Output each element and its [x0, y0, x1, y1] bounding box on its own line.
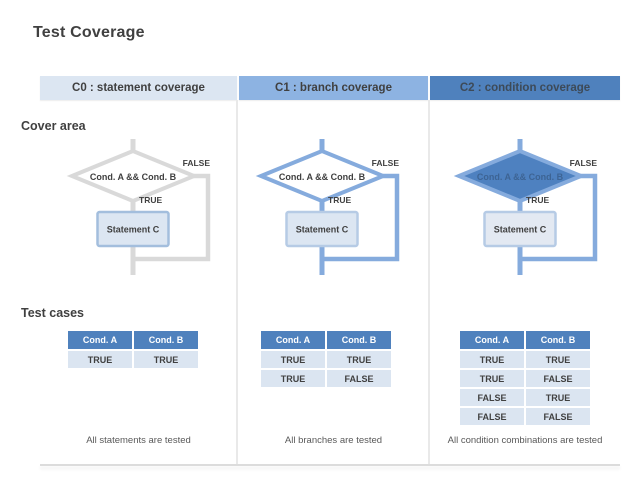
false-label: FALSE [183, 158, 211, 168]
page-title: Test Coverage [33, 24, 145, 41]
table-header-cell: Cond. A [261, 331, 325, 349]
caption-c0: All statements are tested [86, 435, 191, 446]
caption-c1: All branches are tested [284, 435, 383, 446]
table-header-cell: Cond. B [526, 331, 590, 349]
statement-box [483, 210, 557, 248]
false-branch-line [520, 173, 598, 262]
table-cell: TRUE [327, 351, 391, 368]
column-header-c0-label: C0 : statement coverage [72, 82, 205, 94]
table-cell: TRUE [526, 389, 590, 406]
table-cell: TRUE [460, 370, 524, 387]
table-cell: FALSE [460, 389, 524, 406]
true-label: TRUE [139, 195, 162, 205]
column-divider [236, 100, 238, 465]
column-header-c0: C0 : statement coverage [40, 76, 237, 100]
test-case-table-c1: Cond. A Cond. B TRUE TRUE TRUE FALSE [261, 331, 391, 387]
decision-diamond [255, 148, 389, 204]
false-label: FALSE [372, 158, 400, 168]
table-cell: TRUE [68, 351, 132, 368]
condition-label: Cond. A && Cond. B [90, 172, 177, 182]
table-cell: TRUE [460, 351, 524, 368]
flowchart-c0: Cond. A && Cond. B FALSE TRUE Statement … [66, 139, 211, 275]
caption-c2: All condition combinations are tested [447, 435, 603, 446]
statement-label: Statement C [494, 225, 547, 235]
test-case-table-c2: Cond. A Cond. B TRUE TRUE TRUE FALSE FAL… [460, 331, 590, 425]
decision-diamond [66, 148, 200, 204]
false-label: FALSE [570, 158, 598, 168]
false-branch-line [133, 173, 211, 262]
table-cell: FALSE [460, 408, 524, 425]
table-cell: FALSE [327, 370, 391, 387]
decision-diamond [453, 148, 587, 204]
column-header-c2: C2 : condition coverage [430, 76, 620, 100]
table-cell: TRUE [526, 351, 590, 368]
test-case-table-c0: Cond. A Cond. B TRUE TRUE [68, 331, 198, 368]
table-header-cell: Cond. A [68, 331, 132, 349]
table-cell: FALSE [526, 370, 590, 387]
statement-box [285, 210, 359, 248]
table-header-cell: Cond. A [460, 331, 524, 349]
condition-label: Cond. A && Cond. B [279, 172, 366, 182]
statement-label: Statement C [296, 225, 349, 235]
column-header-c1-label: C1 : branch coverage [275, 82, 392, 94]
flowchart-c2: Cond. A && Cond. B FALSE TRUE Statement … [453, 139, 598, 275]
table-header-cell: Cond. B [134, 331, 198, 349]
table-cell: TRUE [134, 351, 198, 368]
flowchart-c1: Cond. A && Cond. B FALSE TRUE Statement … [255, 139, 400, 275]
section-label-cover-area: Cover area [21, 119, 86, 133]
table-cell: FALSE [526, 408, 590, 425]
column-divider [428, 100, 430, 465]
statement-label: Statement C [107, 225, 160, 235]
bottom-rule [40, 464, 620, 466]
false-branch-line [322, 173, 400, 262]
section-label-test-cases: Test cases [21, 306, 85, 320]
statement-box [96, 210, 170, 248]
table-header-cell: Cond. B [327, 331, 391, 349]
true-label: TRUE [328, 195, 351, 205]
true-label: TRUE [526, 195, 549, 205]
condition-label: Cond. A && Cond. B [477, 172, 564, 182]
table-cell: TRUE [261, 370, 325, 387]
table-cell: TRUE [261, 351, 325, 368]
column-header-c2-label: C2 : condition coverage [459, 82, 591, 94]
column-header-c1: C1 : branch coverage [239, 76, 428, 100]
